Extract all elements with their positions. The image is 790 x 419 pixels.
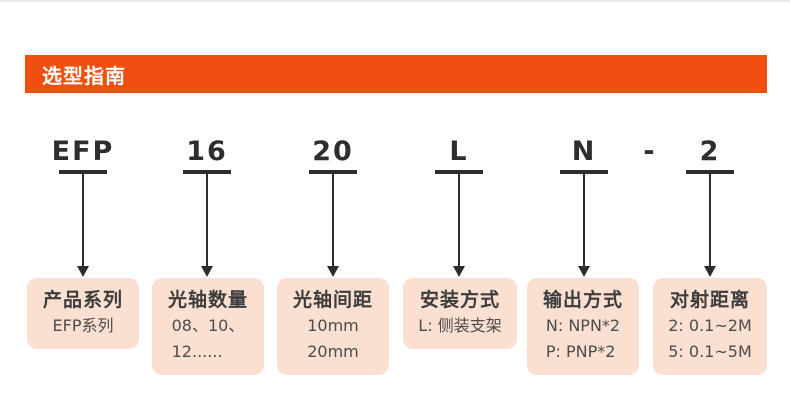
box-title: 输出方式 [542,289,623,311]
code-underline [560,170,608,174]
code-segment-axis-count: 16 [147,134,267,277]
box-title: 光轴数量 [167,289,248,311]
box-line: 20mm [307,342,359,361]
down-arrowhead-icon [201,266,213,277]
box-line: L: 侧装支架 [418,316,502,335]
code-text: EFP [51,136,115,167]
page-title: 选型指南 [42,63,126,88]
code-underline [309,170,357,174]
down-arrowhead-icon [704,266,716,277]
code-text: 20 [312,136,354,167]
box-line: EFP系列 [52,316,114,335]
box-body: N: NPN*2 P: PNP*2 [546,313,620,365]
down-arrowhead-icon [327,266,339,277]
box-line: 2: 0.1~2M [668,316,752,335]
box-body: 08、10、 12...... [172,313,245,365]
code-segment-axis-pitch: 20 [273,134,393,277]
box-body: L: 侧装支架 [418,313,501,339]
box-line: 5: 0.1~5M [668,342,752,361]
spec-box-axis-pitch: 光轴间距 10mm 20mm [277,278,389,375]
code-separator: - [643,136,655,167]
spec-box-product-series: 产品系列 EFP系列 [27,278,139,349]
down-arrow-icon [709,174,711,266]
code-segment-series: EFP [23,134,143,277]
box-line: N: NPN*2 [545,316,621,335]
code-text: 2 [699,136,721,167]
box-title: 光轴间距 [292,289,373,311]
spec-box-mounting: 安装方式 L: 侧装支架 [403,278,517,349]
down-arrowhead-icon [77,266,89,277]
box-title: 产品系列 [42,289,123,311]
box-body: EFP系列 [53,313,114,339]
code-text: L [449,136,469,167]
box-body: 2: 0.1~2M 5: 0.1~5M [668,313,752,365]
code-underline [183,170,231,174]
down-arrow-icon [458,174,460,266]
down-arrow-icon [332,174,334,266]
spec-box-output: 输出方式 N: NPN*2 P: PNP*2 [527,278,639,375]
code-text: 16 [186,136,228,167]
code-underline [435,170,483,174]
top-divider [0,0,790,2]
box-line: P: PNP*2 [545,342,616,361]
code-segment-mounting: L [399,134,519,277]
spec-box-axis-count: 光轴数量 08、10、 12...... [152,278,264,375]
down-arrowhead-icon [453,266,465,277]
code-segment-output: N [524,134,644,277]
spec-box-range: 对射距离 2: 0.1~2M 5: 0.1~5M [653,278,767,375]
box-line: 12...... [171,342,223,361]
box-title: 安装方式 [419,289,500,311]
code-segment-range: 2 [650,134,770,277]
code-underline [686,170,734,174]
box-body: 10mm 20mm [307,313,359,365]
code-underline [59,170,107,174]
down-arrow-icon [82,174,84,266]
box-line: 08、10、 [171,316,245,335]
down-arrow-icon [583,174,585,266]
box-title: 对射距离 [669,289,750,311]
down-arrow-icon [206,174,208,266]
box-line: 10mm [307,316,359,335]
down-arrowhead-icon [578,266,590,277]
header-bar: 选型指南 [25,55,767,93]
code-text: N [571,136,597,167]
